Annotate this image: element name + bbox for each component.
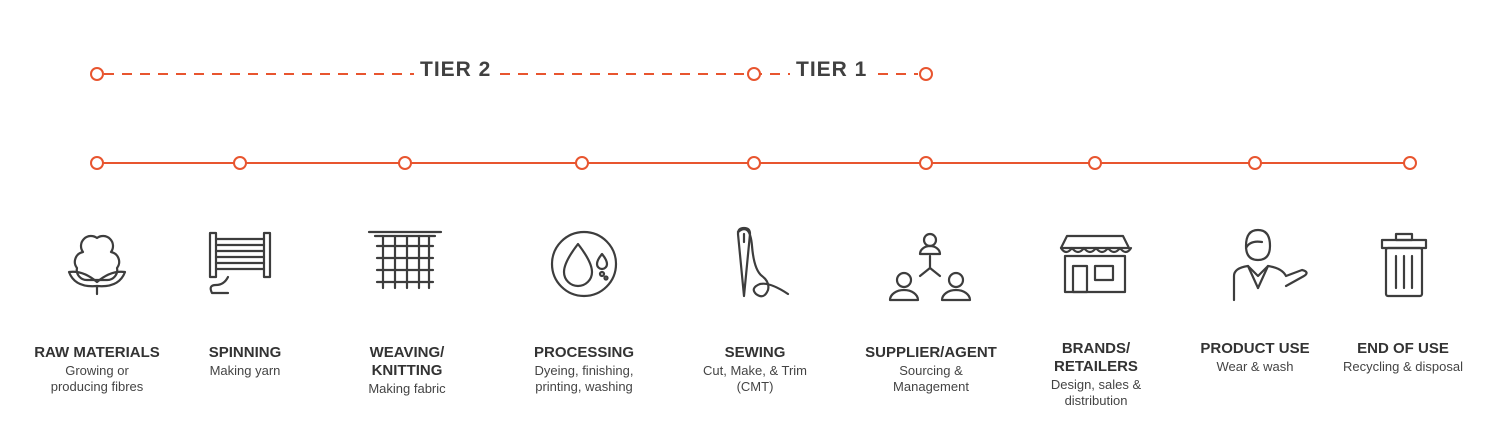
stage-title: END OF USE — [1357, 340, 1449, 357]
stage-desc: Making fabric — [368, 381, 446, 396]
stage-title: WEAVING/ KNITTING — [369, 344, 445, 379]
stage-desc: Sourcing & Management — [893, 363, 969, 394]
stage-sewing: SEWING Cut, Make, & Trim (CMT) — [670, 344, 840, 395]
stage-product-use: PRODUCT USE Wear & wash — [1170, 340, 1340, 375]
stage-title: RAW MATERIALS — [34, 344, 160, 361]
timeline-node — [90, 156, 104, 170]
stage-title: SPINNING — [208, 344, 282, 361]
spool-icon — [208, 231, 272, 295]
stage-title: SUPPLIER/AGENT — [865, 344, 997, 361]
tier-1-label: TIER 1 — [790, 58, 874, 82]
stage-desc: Making yarn — [209, 363, 281, 378]
stage-desc: Design, sales & distribution — [1050, 377, 1142, 408]
stage-brands-retailers: BRANDS/ RETAILERS Design, sales & distri… — [1011, 340, 1181, 409]
tier-start-node — [90, 67, 104, 81]
timeline-node — [233, 156, 247, 170]
person-icon — [1232, 228, 1308, 302]
stage-title: SEWING — [724, 344, 786, 361]
network-people-icon — [888, 232, 972, 302]
cotton-boll-icon — [67, 234, 127, 296]
timeline-node — [398, 156, 412, 170]
needle-thread-icon — [736, 226, 790, 298]
storefront-icon — [1059, 234, 1133, 294]
stage-weaving: WEAVING/ KNITTING Making fabric — [322, 344, 492, 397]
stage-title: PRODUCT USE — [1200, 340, 1310, 357]
stage-end-of-use: END OF USE Recycling & disposal — [1318, 340, 1488, 375]
stage-title: BRANDS/ RETAILERS — [1054, 340, 1138, 375]
stage-desc: Wear & wash — [1216, 359, 1294, 374]
timeline-node — [1403, 156, 1417, 170]
stage-supplier-agent: SUPPLIER/AGENT Sourcing & Management — [846, 344, 1016, 395]
tier-2-label: TIER 2 — [414, 58, 498, 82]
trash-bin-icon — [1380, 232, 1428, 298]
stage-raw-materials: RAW MATERIALS Growing or producing fibre… — [12, 344, 182, 395]
dye-drop-icon — [550, 230, 618, 298]
stage-desc: Growing or producing fibres — [50, 363, 144, 394]
timeline-node — [919, 156, 933, 170]
timeline-node — [1248, 156, 1262, 170]
stage-desc: Dyeing, finishing, printing, washing — [534, 363, 634, 394]
stage-desc: Cut, Make, & Trim (CMT) — [702, 363, 808, 394]
stage-title: PROCESSING — [533, 344, 635, 361]
woven-fabric-icon — [367, 230, 443, 290]
stage-processing: PROCESSING Dyeing, finishing, printing, … — [499, 344, 669, 395]
stage-desc: Recycling & disposal — [1343, 359, 1463, 374]
timeline-node — [1088, 156, 1102, 170]
timeline-node — [575, 156, 589, 170]
tier-end-node — [919, 67, 933, 81]
timeline-node — [747, 156, 761, 170]
stage-spinning: SPINNING Making yarn — [160, 344, 330, 379]
tier-mid-node — [747, 67, 761, 81]
